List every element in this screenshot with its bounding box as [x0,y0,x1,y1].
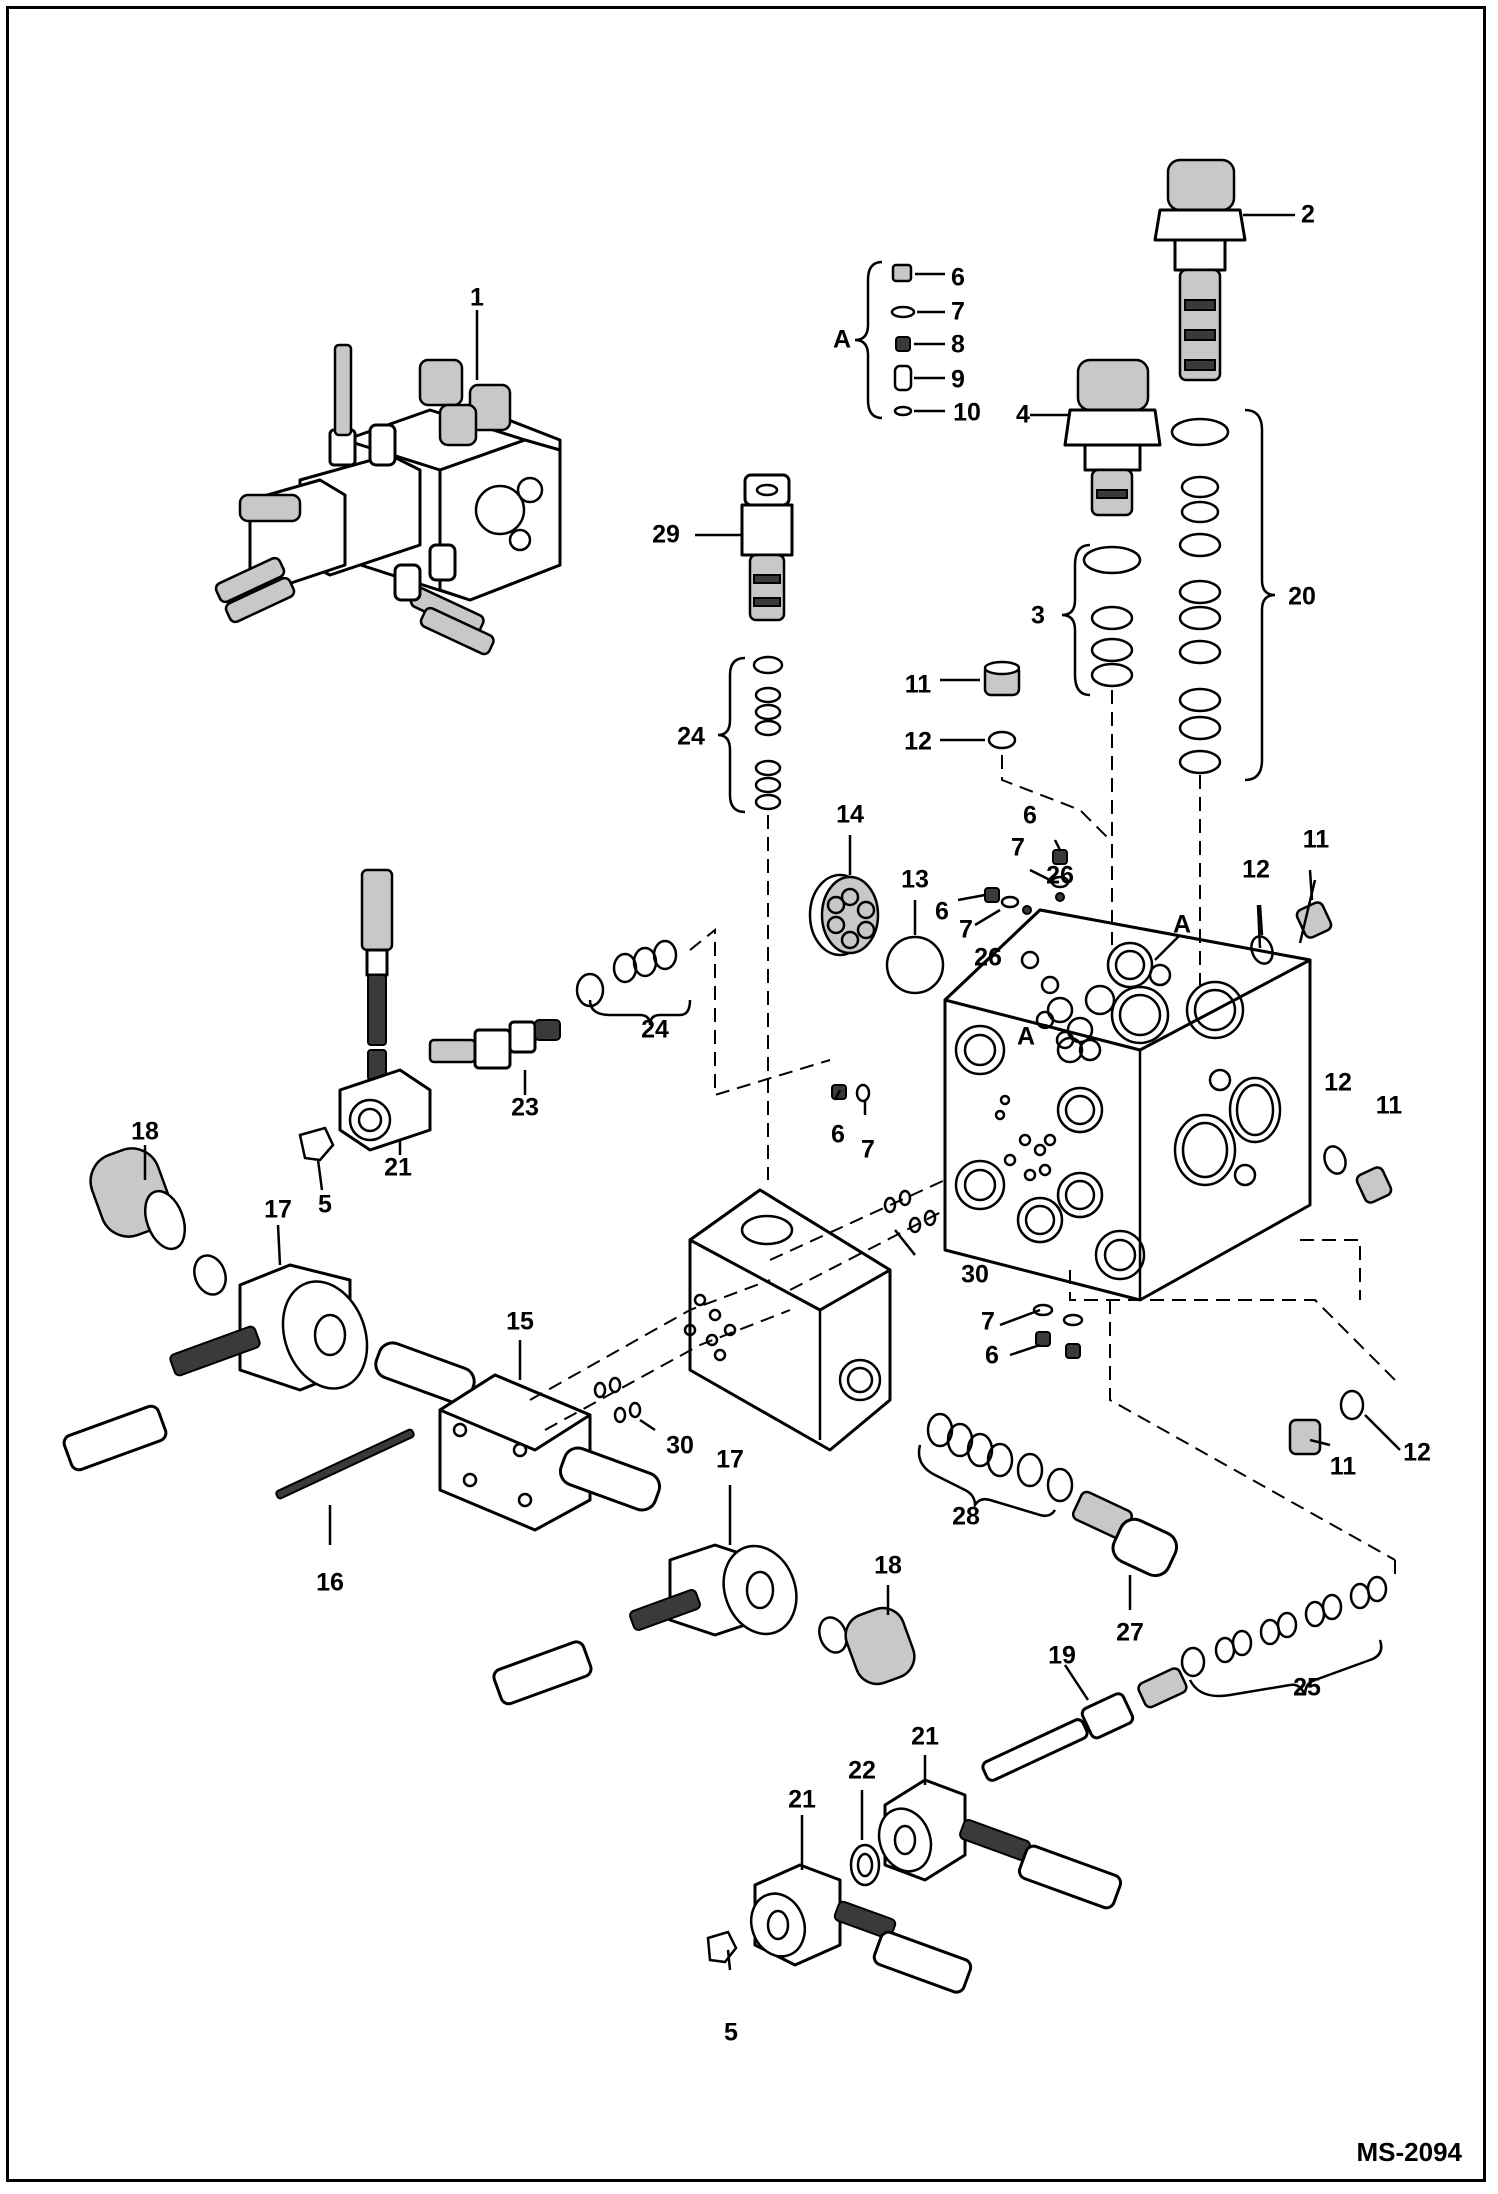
seals-28-plug-27 [926,1412,1179,1578]
callout-11-upper: 11 [904,670,932,699]
callout-28: 28 [952,1502,980,1531]
callout-7-block-left: 7 [959,915,973,944]
drawing-number: MS-2094 [1356,2137,1463,2167]
callout-30-upper: 30 [961,1260,989,1289]
callout-5-lower: 5 [724,2018,738,2047]
plugs-11-12-right [1250,869,1393,1456]
callout-25: 25 [1293,1673,1321,1702]
callout-2: 2 [1301,200,1315,229]
callout-30-lower: 30 [666,1431,694,1460]
callout-22: 22 [848,1756,876,1785]
callout-12-lower: 12 [1403,1438,1431,1467]
callout-14: 14 [836,800,864,829]
callout-12-side: 12 [1324,1068,1352,1097]
callout-17-lower: 17 [716,1445,744,1474]
pilot-valve-assembly [62,1147,916,1706]
callout-24-upper: 24 [677,722,705,751]
callout-6-block-bottom: 6 [985,1341,999,1370]
callout-24-lower: 24 [641,1015,669,1044]
callout-18-upper: 18 [131,1117,159,1146]
callout-a-left: A [1016,1022,1036,1051]
seals-30-and-leaders [529,1179,1396,1561]
callout-13: 13 [901,865,929,894]
solenoid-coil-upper [298,868,831,1162]
callout-a-kit: A [832,325,852,354]
solenoid-valve-19-and-coils [706,1560,1396,1994]
callout-11-right: 11 [1302,825,1330,854]
callout-17-upper: 17 [264,1195,292,1224]
callout-7-block-bottom: 7 [981,1307,995,1336]
callout-23: 23 [511,1093,539,1122]
callout-21-upper: 21 [384,1153,412,1182]
callout-6-block-top: 6 [1023,801,1037,830]
callout-7-kit: 7 [951,297,965,326]
drawing-border [6,6,1486,2182]
callout-19: 19 [1048,1641,1076,1670]
callout-5-upper: 5 [318,1190,332,1219]
callout-1: 1 [470,283,484,312]
callout-6-kit: 6 [951,263,965,292]
callout-21-left: 21 [788,1785,816,1814]
cartridge-29-and-seals [717,473,794,1180]
callout-29: 29 [652,520,680,549]
plugs-6-7-26-top [984,849,1075,1050]
callout-11-lower: 11 [1329,1452,1357,1481]
relief-cartridges [1063,158,1247,985]
callout-12-right: 12 [1242,855,1270,884]
callout-11-side: 11 [1375,1091,1403,1120]
callout-26-block-top: 26 [1046,861,1074,890]
callout-6-block-left: 6 [935,897,949,926]
callout-4: 4 [1016,400,1030,429]
callout-9-kit: 9 [951,365,965,394]
callout-16: 16 [316,1568,344,1597]
callout-8-kit: 8 [951,330,965,359]
callout-18-lower: 18 [874,1551,902,1580]
callout-20: 20 [1288,582,1316,611]
callout-27: 27 [1116,1618,1144,1647]
port-plug-kit-a [854,260,945,420]
callout-21-right: 21 [911,1722,939,1751]
callout-10-kit: 10 [953,398,981,427]
callout-15: 15 [506,1307,534,1336]
callout-leaders [143,213,1401,1971]
callout-3: 3 [1031,601,1045,630]
plug-11-top [940,660,1111,841]
plugs-6-7-block [831,1083,1084,1359]
callout-6-block-side: 6 [831,1120,845,1149]
main-valve-block [943,908,1312,1302]
callout-12-upper: 12 [904,727,932,756]
items-13-14 [808,835,945,995]
callout-7-block-side: 7 [861,1135,875,1164]
callout-26-block-left: 26 [974,943,1002,972]
callout-7-block-top: 7 [1011,833,1025,862]
assembled-valve-overview [214,343,562,656]
callout-a-right: A [1172,910,1192,939]
